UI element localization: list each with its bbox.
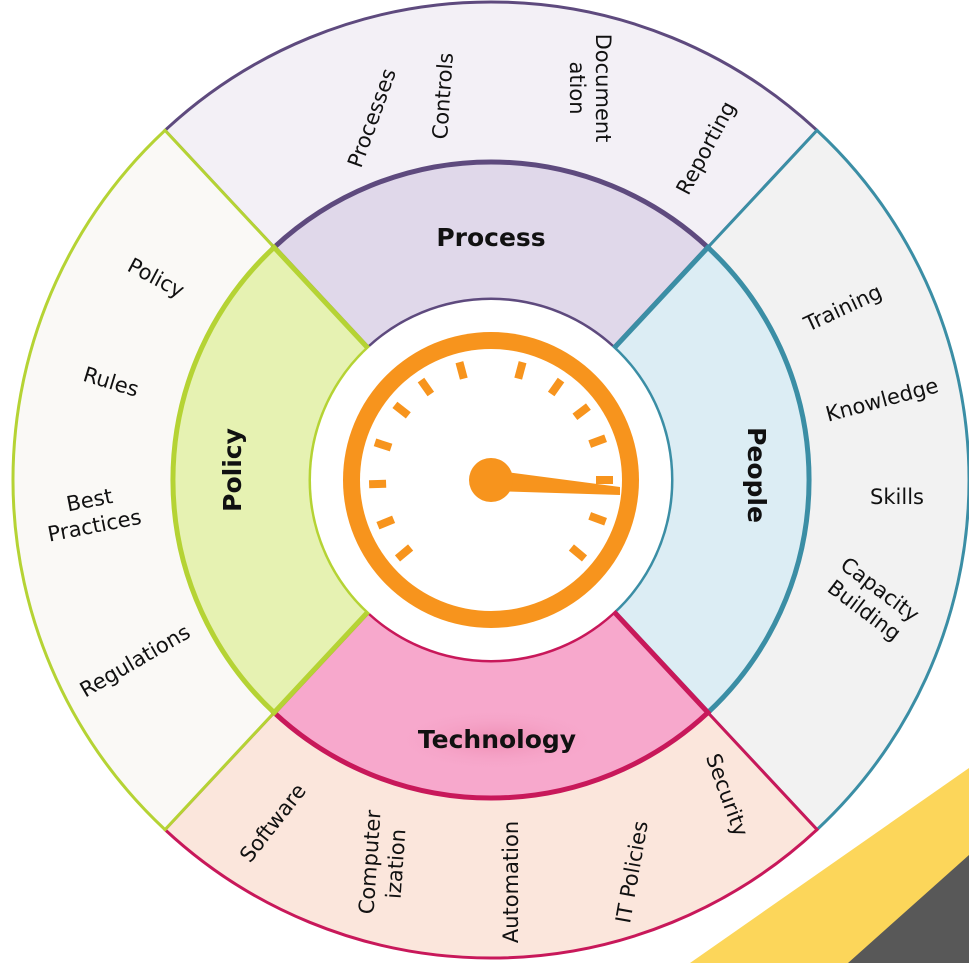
process-item-label: Documentation bbox=[565, 34, 615, 143]
arrow-gray-shape bbox=[848, 855, 969, 963]
gauge-hub bbox=[469, 458, 513, 502]
technology-title: Technology bbox=[418, 725, 576, 754]
arrow-yellow-shape bbox=[690, 768, 969, 963]
gauge-tick bbox=[417, 377, 435, 397]
gauge-tick bbox=[572, 403, 591, 420]
gauge-tick bbox=[568, 544, 588, 562]
speedometer-icon bbox=[343, 332, 639, 628]
gauge-tick bbox=[588, 434, 607, 448]
segment-titles: Process People Technology Policy bbox=[218, 223, 771, 754]
technology-item-line: ization bbox=[382, 828, 411, 899]
gauge-tick bbox=[376, 515, 396, 530]
policy-title: Policy bbox=[218, 428, 247, 512]
gauge-tick bbox=[392, 401, 411, 419]
decorative-arrow bbox=[690, 768, 969, 963]
gauge-tick bbox=[514, 361, 527, 380]
technology-item-label: Automation bbox=[499, 821, 523, 943]
process-item-line: Document bbox=[591, 34, 615, 143]
gauge-tick bbox=[455, 361, 468, 380]
gauge-tick bbox=[588, 512, 607, 526]
gauge-tick bbox=[394, 544, 414, 562]
process-title: Process bbox=[436, 223, 545, 252]
gauge-needle bbox=[491, 470, 620, 495]
gauge-ticks bbox=[368, 361, 613, 562]
technology-item-line: Automation bbox=[499, 821, 523, 943]
technology-item-label: Computerization bbox=[354, 809, 411, 917]
process-item-line: ation bbox=[565, 61, 589, 114]
gauge-tick bbox=[547, 377, 565, 397]
people-title: People bbox=[742, 427, 771, 523]
gauge-tick bbox=[373, 438, 393, 452]
people-item-label: Skills bbox=[870, 485, 924, 509]
technology-glow bbox=[392, 708, 602, 772]
gauge-tick bbox=[368, 479, 387, 489]
inner-ring bbox=[170, 159, 812, 801]
people-item-line: Skills bbox=[870, 485, 924, 509]
outer-ring bbox=[11, 0, 969, 960]
